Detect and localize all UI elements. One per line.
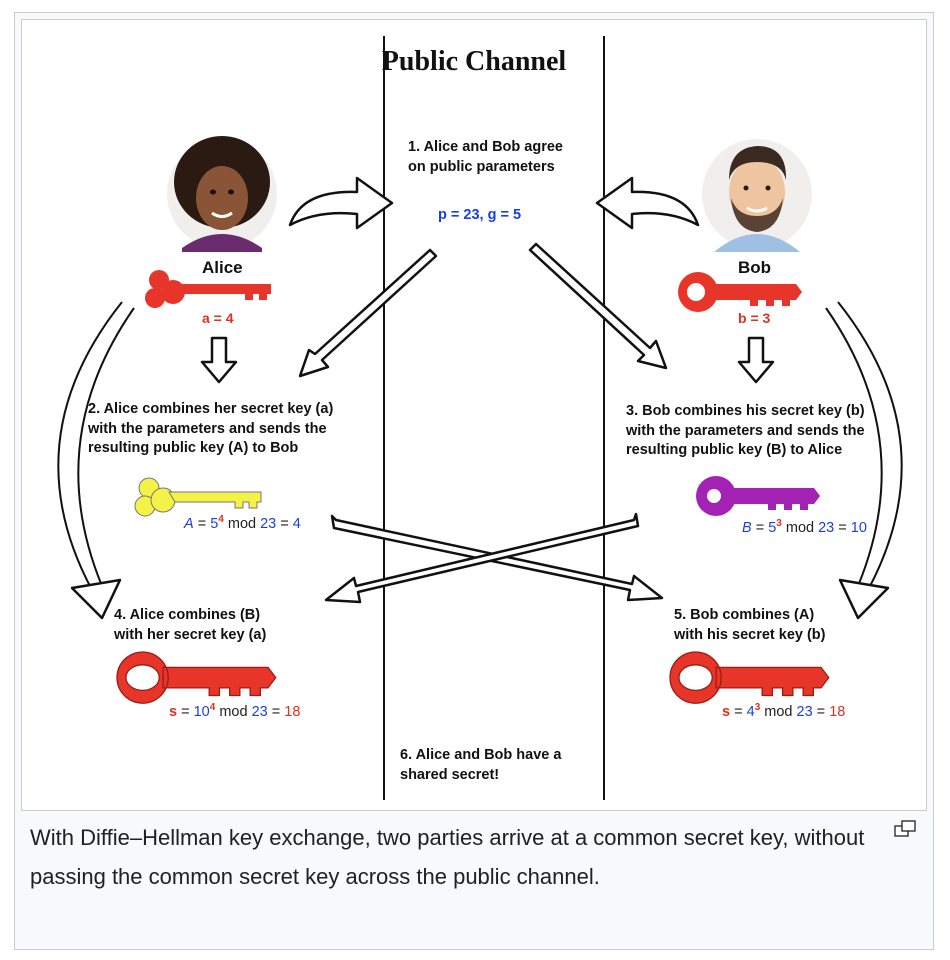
alice-avatar — [167, 136, 277, 252]
alice-name: Alice — [202, 258, 243, 277]
bob-shared-formula: s = 43 mod 23 = 18 — [722, 702, 846, 720]
alice-public-key — [134, 477, 262, 517]
B-to-alice-arrow — [324, 512, 640, 604]
bob-secret-key — [678, 272, 802, 312]
step6-text: 6. Alice and Bob have a shared secret! — [400, 747, 562, 783]
bob-avatar — [702, 139, 812, 252]
alice-side-arrowhead — [70, 578, 122, 620]
alice-to-channel-arrow — [288, 176, 394, 230]
bob-public-formula: B = 53 mod 23 = 10 — [742, 518, 867, 536]
bob-side-arrowhead — [838, 578, 890, 620]
step5-text: 5. Bob combines (A) with his secret key … — [674, 607, 826, 643]
step4-text: 4. Alice combines (B) with her secret ke… — [114, 607, 267, 643]
bob-name: Bob — [738, 258, 772, 277]
alice-down-arrow — [200, 336, 238, 384]
bob-side-curve-outer — [837, 301, 903, 591]
bob-to-channel-arrow — [595, 176, 700, 230]
params-to-alice-arrow — [298, 248, 438, 378]
alice-shared-key — [116, 651, 277, 704]
bob-side-curve-inner — [825, 307, 883, 587]
bob-public-key — [696, 476, 820, 516]
diagram-title: Public Channel — [381, 46, 567, 77]
alice-side-curve-outer — [57, 301, 123, 591]
alice-shared-formula: s = 104 mod 23 = 18 — [169, 702, 301, 720]
diagram[interactable]: Public Channel 1. Alice and Bob agree on… — [21, 19, 927, 811]
public-params: p = 23, g = 5 — [438, 207, 522, 223]
bob-secret-label: b = 3 — [738, 310, 771, 326]
alice-public-formula: A = 54 mod 23 = 4 — [184, 514, 301, 532]
figure-caption: With Diffie–Hellman key exchange, two pa… — [30, 825, 865, 889]
bob-shared-key — [669, 651, 830, 704]
enlarge-icon[interactable] — [894, 820, 916, 838]
alice-side-curve-inner — [77, 307, 135, 587]
step3-text: 3. Bob combines his secret key (b) with … — [626, 403, 865, 458]
bob-down-arrow — [737, 336, 775, 384]
step2-text: 2. Alice combines her secret key (a) wit… — [88, 401, 334, 456]
step1-text: 1. Alice and Bob agree on public paramet… — [408, 139, 563, 175]
params-to-bob-arrow — [528, 242, 668, 370]
diagram-graphics — [57, 36, 903, 800]
alice-secret-label: a = 4 — [202, 310, 234, 326]
